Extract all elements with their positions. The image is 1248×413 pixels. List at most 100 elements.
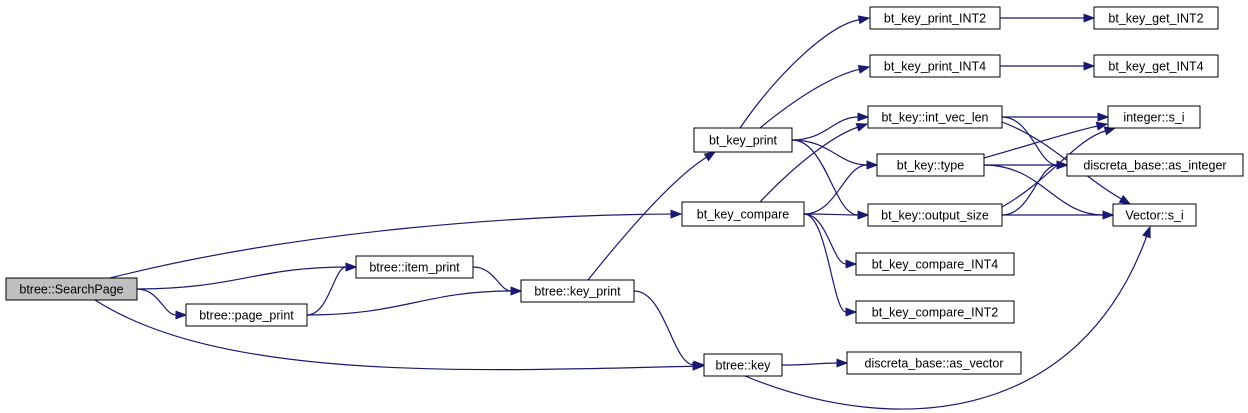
edge-bt-key-compare-to-type (803, 164, 868, 215)
node-box (846, 351, 1022, 375)
node-print-int2[interactable]: bt_key_print_INT2 (869, 6, 1001, 30)
node-box (1112, 203, 1197, 227)
edge-arrowhead (1095, 121, 1109, 131)
node-label: bt_key::type (897, 159, 964, 173)
edge-arrowhead (1118, 194, 1132, 205)
edge-item-print-to-btree-key-print (472, 266, 512, 292)
edge-arrowhead (1142, 225, 1151, 239)
edge-output-size-to-as-integer (1001, 164, 1058, 216)
edge-type-to-vector-s-i (983, 164, 1104, 216)
node-box (5, 277, 138, 301)
edge-arrowhead (855, 123, 869, 132)
edge-arrowhead (1102, 210, 1115, 220)
edge-arrowhead (836, 358, 849, 368)
node-item-print[interactable]: btree::item_print (355, 255, 474, 279)
node-searchpage[interactable]: btree::SearchPage (5, 277, 138, 301)
node-label: Vector::s_i (1125, 209, 1183, 223)
node-get-int4[interactable]: bt_key_get_INT4 (1093, 54, 1219, 78)
edges-layer (94, 13, 1151, 410)
node-btree-key-print[interactable]: btree::key_print (520, 279, 635, 303)
node-bt-key-compare[interactable]: bt_key_compare (681, 201, 805, 227)
node-box (703, 353, 783, 377)
edge-int-vec-len-to-as-integer (1001, 116, 1058, 166)
edge-arrowhead (1056, 160, 1069, 170)
edge-arrowhead (845, 307, 858, 317)
node-compare-int4[interactable]: bt_key_compare_INT4 (855, 252, 1015, 276)
edge-arrowhead (670, 209, 683, 219)
edge-type-to-integer-s-i (983, 125, 1098, 159)
edge-bt-key-print-to-print-int4 (759, 68, 860, 129)
edge-arrowhead (845, 259, 858, 269)
node-label: btree::page_print (199, 309, 294, 323)
edge-arrowhead (510, 286, 523, 296)
node-label: integer::s_i (1123, 111, 1184, 125)
edge-arrowhead (175, 310, 188, 320)
node-label: btree::SearchPage (19, 283, 123, 297)
edge-arrowhead (1097, 112, 1110, 122)
node-compare-int2[interactable]: bt_key_compare_INT2 (855, 300, 1015, 324)
node-label: btree::item_print (369, 261, 460, 275)
edge-bt-key-print-to-print-int2 (739, 19, 860, 129)
edge-btree-key-print-to-btree-key (633, 290, 695, 366)
edge-btree-key-to-vector-s-i (744, 236, 1148, 410)
edge-arrowhead (1083, 13, 1096, 23)
node-label: discreta_base::as_integer (1083, 159, 1226, 173)
edge-bt-key-print-to-int-vec-len (791, 116, 859, 141)
edge-arrowhead (693, 360, 706, 370)
node-label: bt_key::int_vec_len (881, 111, 988, 125)
node-box (869, 6, 1001, 30)
node-bt-key-print[interactable]: bt_key_print (693, 127, 793, 153)
node-box (855, 300, 1015, 324)
node-label: bt_key_compare_INT2 (872, 306, 999, 320)
node-box (1066, 153, 1244, 177)
node-box (1093, 54, 1219, 78)
node-box (869, 54, 1001, 78)
node-vector-s-i[interactable]: Vector::s_i (1112, 203, 1197, 227)
edge-bt-key-compare-to-compare-int4 (803, 213, 847, 265)
node-box (185, 303, 308, 327)
edge-arrowhead (703, 151, 717, 162)
node-label: bt_key_compare_INT4 (872, 258, 999, 272)
edge-arrowhead (857, 112, 870, 122)
node-box (681, 201, 805, 227)
node-box (355, 255, 474, 279)
edge-searchpage-to-page-print (136, 288, 177, 316)
node-box (520, 279, 635, 303)
edge-btree-key-to-as-vector (781, 362, 838, 366)
node-box (1107, 105, 1201, 129)
node-as-integer[interactable]: discreta_base::as_integer (1066, 153, 1244, 177)
node-as-vector[interactable]: discreta_base::as_vector (846, 351, 1022, 375)
edge-arrowhead (857, 15, 871, 25)
edge-arrowhead (857, 65, 871, 74)
node-btree-key[interactable]: btree::key (703, 353, 783, 377)
node-page-print[interactable]: btree::page_print (185, 303, 308, 327)
edge-bt-key-print-to-type (791, 139, 868, 166)
node-int-vec-len[interactable]: bt_key::int_vec_len (867, 105, 1003, 129)
edge-bt-key-print-to-output-size (791, 139, 859, 216)
node-label: bt_key_get_INT2 (1108, 12, 1203, 26)
edge-searchpage-to-item-print (136, 266, 347, 290)
node-print-int4[interactable]: bt_key_print_INT4 (869, 54, 1001, 78)
edge-arrowhead (866, 160, 879, 170)
edge-btree-key-print-to-bt-key-print (587, 156, 707, 281)
edge-bt-key-compare-to-int-vec-len (759, 126, 858, 203)
node-integer-s-i[interactable]: integer::s_i (1107, 105, 1201, 129)
node-output-size[interactable]: bt_key::output_size (867, 203, 1003, 227)
edge-page-print-to-item-print (306, 266, 347, 316)
edge-arrowhead (1083, 61, 1096, 71)
edge-searchpage-to-bt-key-compare (109, 213, 672, 279)
node-get-int2[interactable]: bt_key_get_INT2 (1093, 6, 1219, 30)
node-label: bt_key_get_INT4 (1108, 60, 1203, 74)
node-type[interactable]: bt_key::type (876, 153, 985, 177)
nodes-layer: btree::SearchPage btree::item_printbtree:… (5, 6, 1244, 377)
edge-bt-key-compare-to-compare-int2 (803, 213, 847, 313)
edge-bt-key-compare-to-output-size (803, 213, 859, 216)
node-label: bt_key_print_INT2 (884, 12, 986, 26)
node-label: bt_key_compare (697, 208, 789, 222)
node-label: bt_key::output_size (881, 209, 989, 223)
edge-page-print-to-btree-key-print (306, 290, 512, 316)
edge-arrowhead (345, 262, 358, 272)
node-label: btree::key (716, 359, 772, 373)
edge-arrowhead (857, 210, 870, 220)
